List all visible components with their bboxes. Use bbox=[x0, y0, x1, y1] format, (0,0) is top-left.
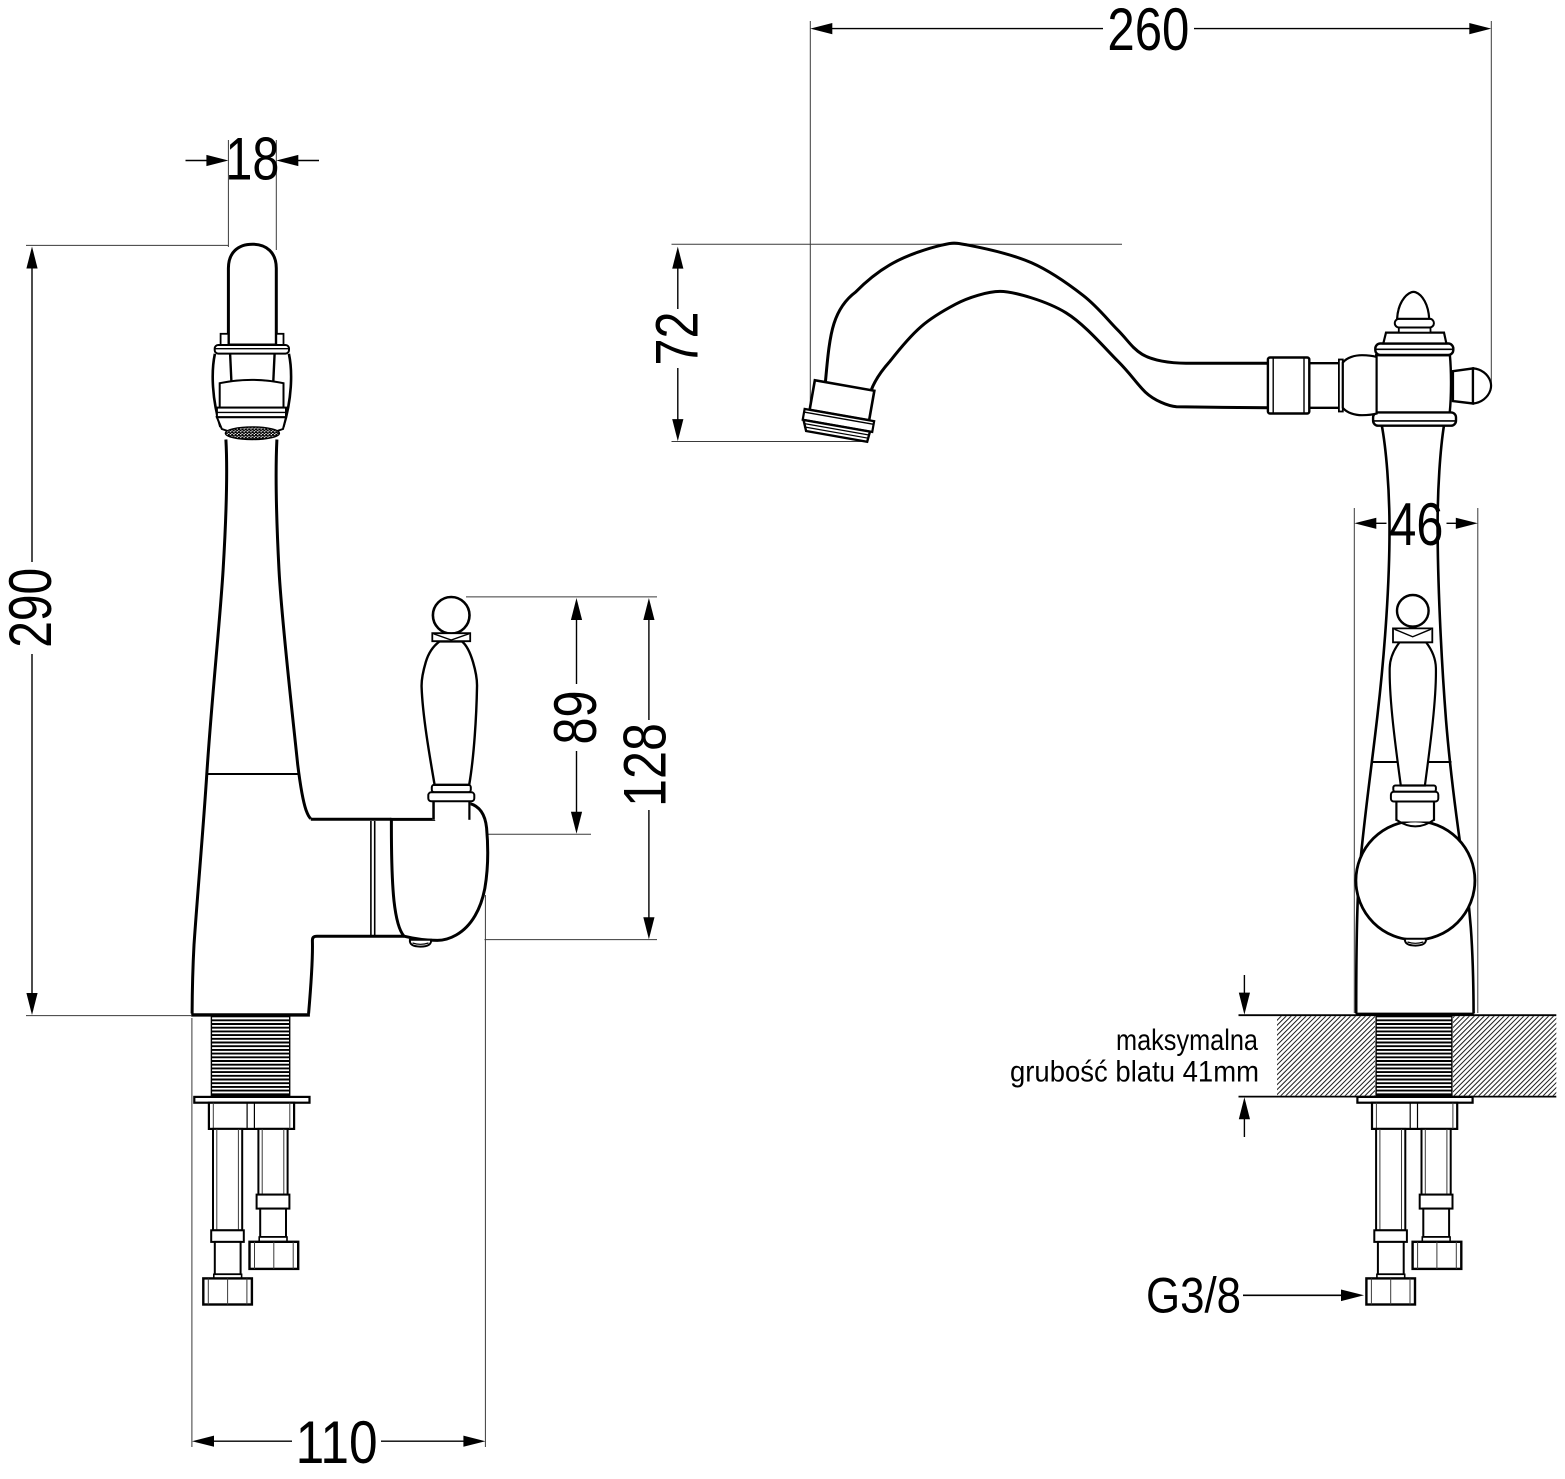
svg-text:grubość blatu 41mm: grubość blatu 41mm bbox=[1010, 1056, 1259, 1089]
svg-text:18: 18 bbox=[225, 126, 279, 193]
svg-text:maksymalna: maksymalna bbox=[1116, 1024, 1258, 1057]
svg-text:260: 260 bbox=[1107, 0, 1189, 63]
svg-text:46: 46 bbox=[1389, 491, 1443, 558]
svg-text:89: 89 bbox=[542, 691, 609, 745]
svg-text:110: 110 bbox=[296, 1409, 378, 1476]
svg-text:72: 72 bbox=[644, 312, 711, 366]
svg-text:G3/8: G3/8 bbox=[1146, 1268, 1241, 1324]
svg-text:290: 290 bbox=[0, 568, 64, 648]
svg-text:128: 128 bbox=[612, 723, 679, 807]
